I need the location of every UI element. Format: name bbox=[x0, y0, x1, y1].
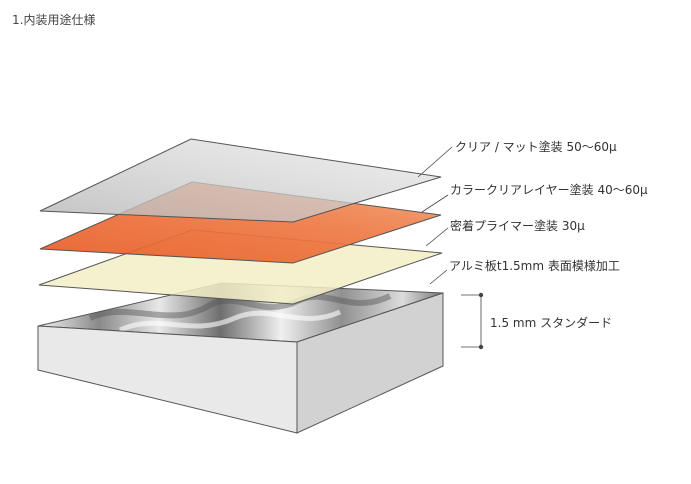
leader-lines bbox=[417, 146, 453, 285]
aluminum-block bbox=[37, 282, 444, 434]
clear-matte-layer bbox=[39, 138, 442, 223]
page-title: 1.内装用途仕様 bbox=[12, 13, 96, 27]
thickness-bracket bbox=[461, 292, 484, 350]
primer-label: 密着プライマー塗装 30μ bbox=[450, 219, 585, 233]
color-clear-label: カラークリアレイヤー塗装 40〜60μ bbox=[450, 183, 648, 197]
aluminum-label: アルミ板t1.5mm 表面模様加工 bbox=[449, 259, 620, 273]
clear-matte-label: クリア / マット塗装 50〜60μ bbox=[455, 140, 617, 154]
thickness-label: 1.5 mm スタンダード bbox=[490, 316, 613, 330]
